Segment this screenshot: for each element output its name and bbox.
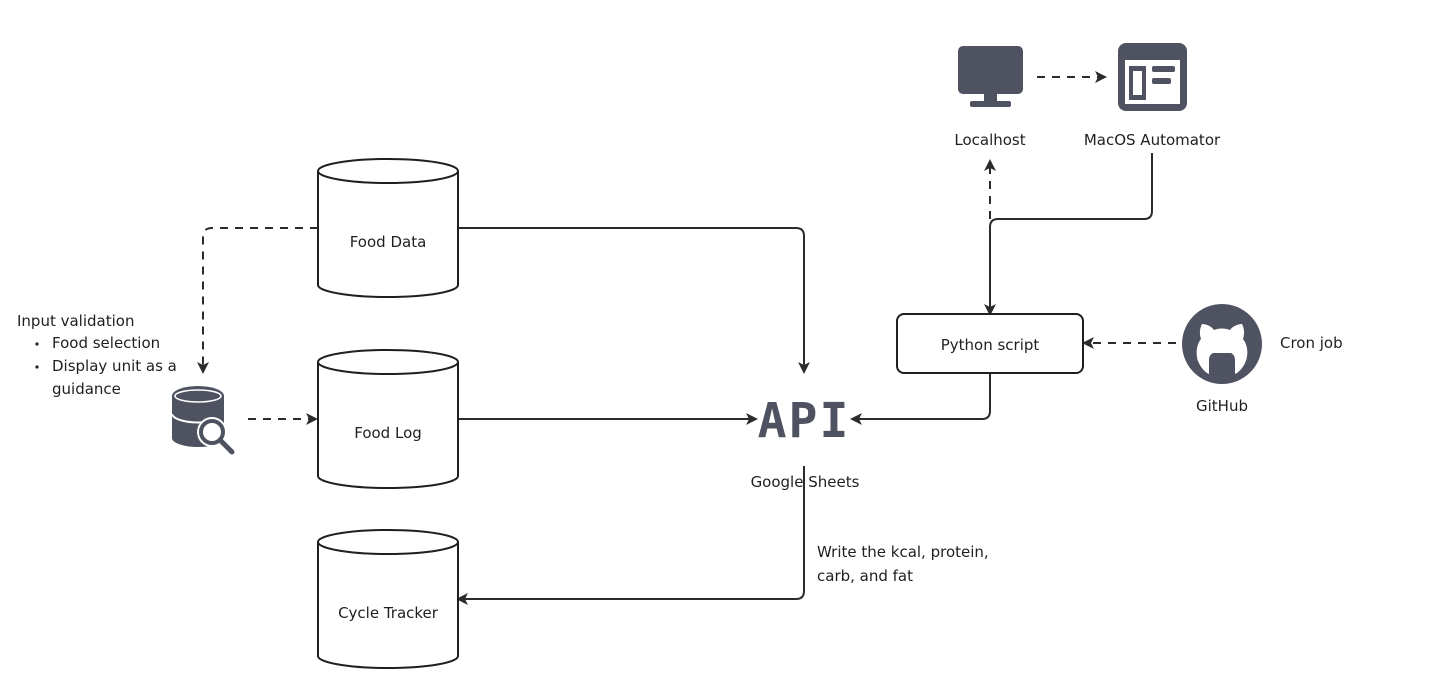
cron-job-label: Cron job (1280, 334, 1343, 352)
input-validation-note: Input validation Food selection Display … (17, 312, 177, 398)
monitor-icon (958, 46, 1023, 107)
validation-item-food-selection: Food selection (52, 334, 160, 352)
github-icon (1182, 304, 1262, 384)
bullet-dot (35, 342, 39, 346)
bullet-dot (35, 365, 39, 369)
macos-automator-label: MacOS Automator (1084, 131, 1221, 149)
github-label: GitHub (1196, 397, 1248, 415)
database-search-icon (171, 386, 235, 455)
automator-window-icon (1118, 43, 1187, 111)
google-sheets-label: Google Sheets (751, 473, 860, 491)
write-note-line1: Write the kcal, protein, (817, 543, 989, 561)
input-validation-title: Input validation (17, 312, 134, 330)
api-node: API Google Sheets (751, 393, 860, 491)
edge-python-to-api (850, 374, 991, 425)
edge-fooddata-to-validator (197, 227, 318, 374)
food-data-cylinder: Food Data (317, 158, 459, 298)
cycle-tracker-cylinder: Cycle Tracker (317, 529, 459, 669)
edge-fooddata-to-api (458, 227, 810, 374)
python-script-node: Python script (896, 313, 1084, 374)
edge-api-to-cycletracker (456, 466, 805, 605)
food-log-cylinder: Food Log (317, 349, 459, 489)
python-script-label: Python script (941, 336, 1040, 354)
edge-automator-to-python (984, 153, 1153, 316)
validation-item-display-unit: Display unit as a (52, 357, 177, 375)
food-log-label: Food Log (354, 424, 422, 442)
validation-item-guidance: guidance (52, 380, 121, 398)
api-icon: API (758, 393, 851, 449)
write-note-line2: carb, and fat (817, 567, 913, 585)
cycle-tracker-label: Cycle Tracker (338, 604, 439, 622)
food-data-label: Food Data (350, 233, 427, 251)
localhost-label: Localhost (954, 131, 1025, 149)
